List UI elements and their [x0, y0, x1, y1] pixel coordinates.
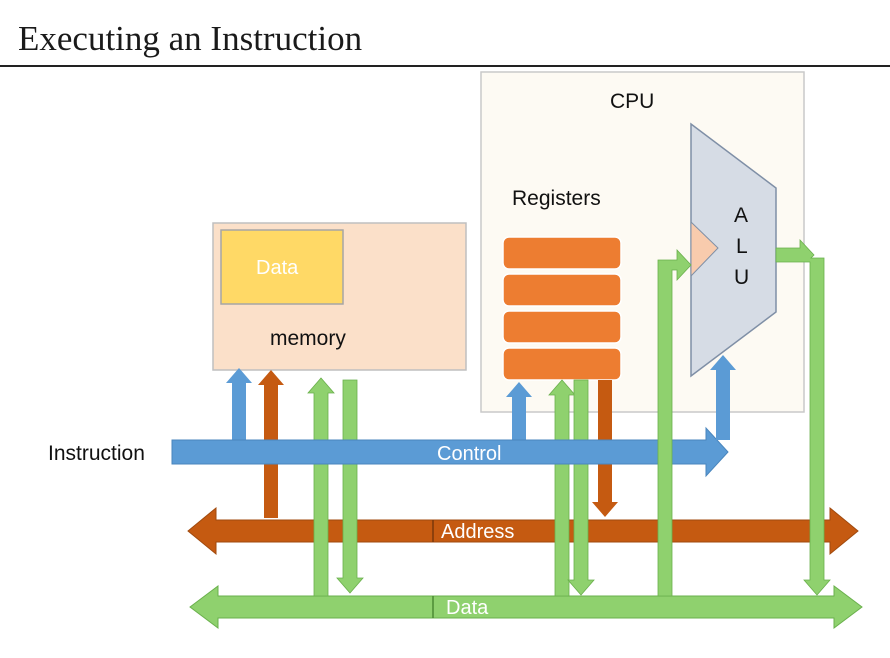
alu-shape [690, 122, 777, 378]
control-bus-label: Control [437, 443, 501, 465]
control-bus-arrow [171, 426, 729, 478]
memory-data-up-arrow [307, 377, 335, 597]
register-stack [502, 236, 622, 381]
instruction-label: Instruction [48, 442, 145, 465]
alu-control-arrow [710, 355, 736, 440]
register-data-up-arrow [548, 379, 576, 597]
alu-letter-a: A [734, 204, 748, 227]
cpu-label: CPU [610, 90, 654, 113]
registers-label: Registers [512, 187, 601, 210]
data-bus-arrow [189, 585, 863, 629]
memory-data-down-arrow [336, 379, 364, 594]
slide-title: Executing an Instruction [18, 19, 362, 58]
memory-data-block [220, 229, 344, 305]
address-bus-label: Address [441, 521, 514, 543]
memory-label: memory [270, 327, 346, 350]
data-bus-label: Data [446, 597, 489, 619]
register [502, 273, 622, 307]
alu-data-input-arrow [657, 248, 692, 597]
address-bus-arrow [187, 506, 859, 556]
register [502, 310, 622, 344]
alu-input-notch [690, 220, 719, 278]
alu-data-output-arrow [775, 238, 831, 596]
memory-data-label: Data [256, 257, 299, 279]
memory-control-arrow [226, 368, 252, 440]
register-data-down-arrow [567, 379, 595, 596]
alu-letter-l: L [736, 235, 748, 258]
register [502, 347, 622, 381]
register [502, 236, 622, 270]
register-control-arrow [506, 382, 532, 440]
alu-letter-u: U [734, 266, 749, 289]
